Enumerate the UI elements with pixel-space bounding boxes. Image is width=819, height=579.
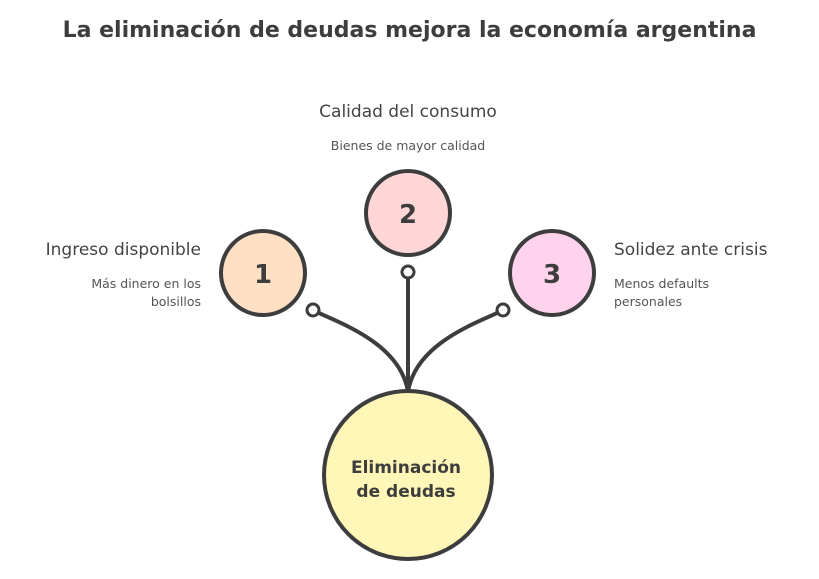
heading-3: Solidez ante crisis bbox=[614, 240, 768, 260]
number-2: 2 bbox=[399, 200, 417, 230]
number-1: 1 bbox=[254, 260, 272, 290]
desc-3-line1: Menos defaults bbox=[614, 276, 710, 291]
circle-1 bbox=[219, 229, 307, 317]
desc-2: Bienes de mayor calidad bbox=[330, 138, 486, 153]
number-3: 3 bbox=[543, 260, 561, 290]
center-circle bbox=[322, 389, 494, 561]
desc-3-line2: personales bbox=[614, 294, 683, 309]
connectors bbox=[311, 273, 505, 393]
diagram-title: La eliminación de deudas mejora la econo… bbox=[62, 18, 757, 43]
circle-2 bbox=[364, 169, 452, 257]
connector-3 bbox=[406, 308, 505, 393]
desc-1: Más dinero en los bolsillos bbox=[91, 275, 201, 311]
desc-3: Menos defaults personales bbox=[614, 275, 709, 311]
center-line1: Eliminación bbox=[351, 458, 461, 478]
circle-3 bbox=[508, 229, 596, 317]
desc-1-line1: Más dinero en los bbox=[91, 276, 201, 291]
center-line2: de deudas bbox=[356, 482, 455, 502]
desc-1-line2: bolsillos bbox=[150, 294, 201, 309]
heading-1: Ingreso disponible bbox=[45, 240, 201, 260]
heading-2: Calidad del consumo bbox=[319, 102, 497, 122]
connector-1 bbox=[311, 308, 410, 393]
